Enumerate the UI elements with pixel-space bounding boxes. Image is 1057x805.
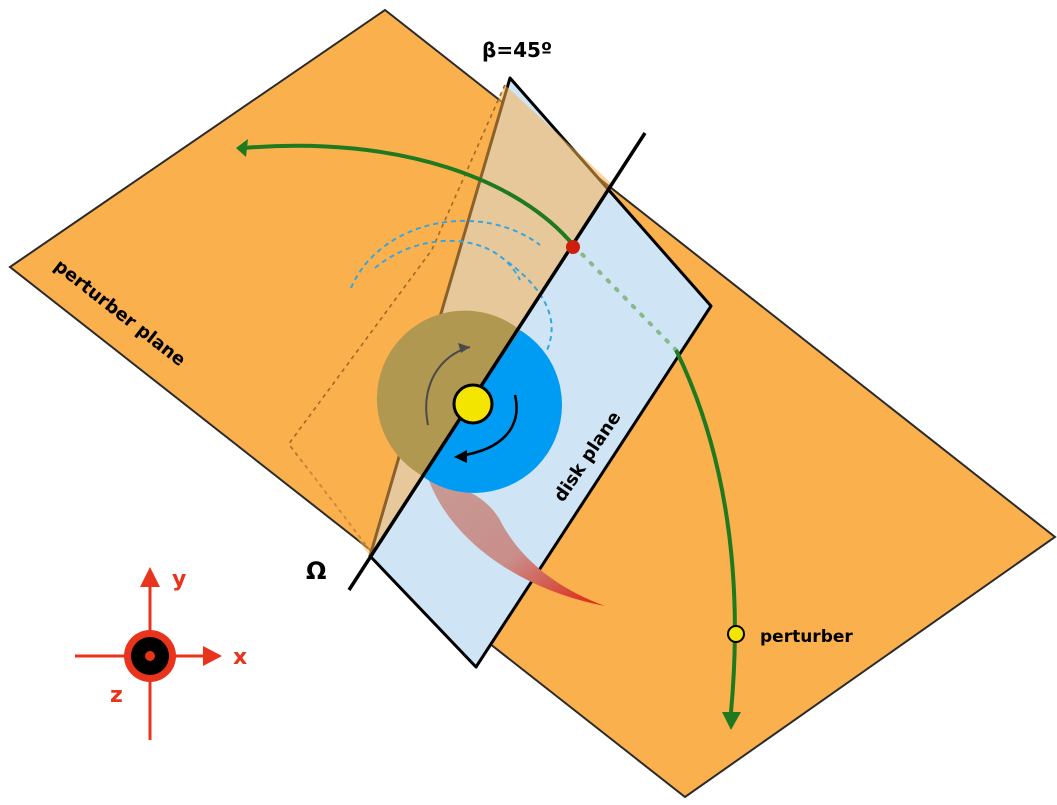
x-axis-label: x — [233, 645, 247, 670]
rotation-arrowhead-lower — [454, 450, 467, 463]
orbit-lower — [674, 349, 737, 713]
rotation-arrowhead-upper — [458, 343, 470, 353]
y-axis-arrowhead — [140, 567, 160, 587]
omega-label: Ω — [306, 557, 326, 585]
dashed-arc-right — [507, 261, 553, 351]
z-axis-dot — [145, 651, 155, 661]
y-axis-label: y — [172, 567, 186, 592]
rotation-arrow-lower — [457, 394, 518, 458]
beta-label: β=45º — [482, 38, 552, 62]
tidal-tail — [428, 478, 605, 606]
central-star — [452, 383, 494, 425]
perturber-body — [727, 625, 745, 643]
orbit-arrowhead-lower — [722, 712, 741, 730]
orbit-arrowhead-upper — [236, 139, 248, 157]
dashed-arc-inner — [374, 240, 521, 281]
orbit-dotted — [572, 244, 678, 352]
x-axis-arrowhead — [203, 646, 222, 666]
line-of-nodes — [347, 132, 647, 591]
coordinate-axes — [75, 567, 222, 740]
z-axis-label: z — [110, 683, 123, 708]
node-point — [566, 240, 580, 254]
orbit-upper — [243, 143, 576, 248]
dashed-arc-outer — [350, 219, 541, 289]
disk-shaded-half — [376, 310, 520, 476]
perturber-label: perturber — [760, 627, 853, 647]
